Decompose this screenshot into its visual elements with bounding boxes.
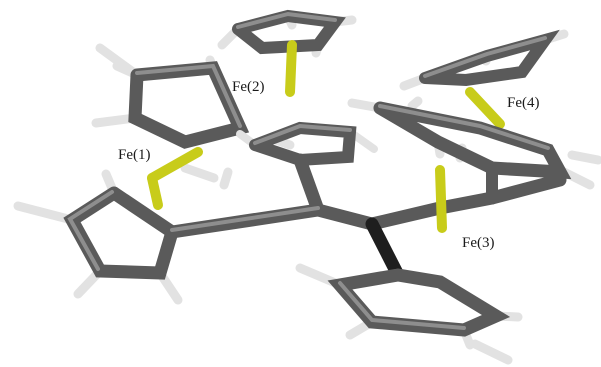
fe4-label: Fe(4) <box>507 95 540 111</box>
fe2-bond <box>285 40 297 97</box>
bottom-ring <box>295 263 523 365</box>
fe2-lower-ring <box>91 43 295 190</box>
fe4-ring <box>399 29 569 91</box>
fe1-label: Fe(1) <box>118 147 151 163</box>
fe1-bond <box>147 147 203 183</box>
fe1-bond-down <box>147 173 163 210</box>
fe3-bond <box>435 165 447 233</box>
fe4-bond <box>465 87 505 129</box>
fe1-ring <box>13 163 219 305</box>
central-skeleton <box>165 153 567 282</box>
middle-ring <box>236 121 378 167</box>
fe2-ring <box>217 9 357 58</box>
fe2-label: Fe(2) <box>232 79 265 95</box>
fe3-ring <box>347 96 601 204</box>
fe3-label: Fe(3) <box>462 235 495 251</box>
